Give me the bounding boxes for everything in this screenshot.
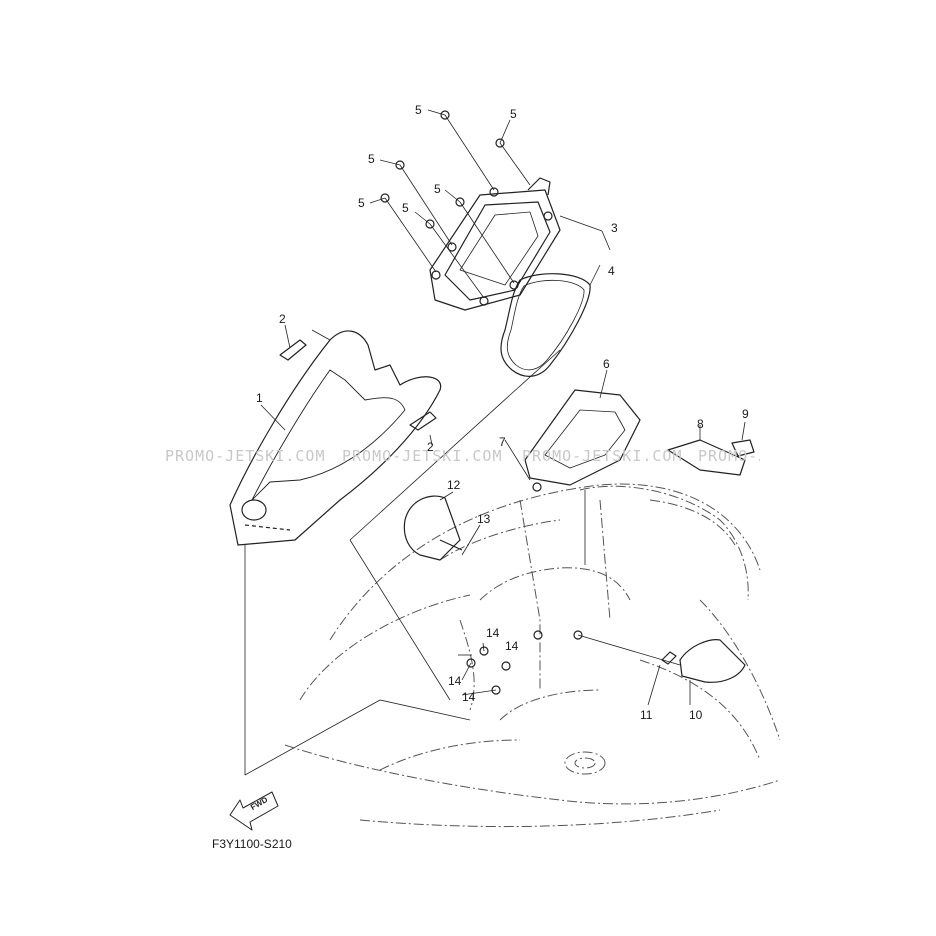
callout-9: 9 — [742, 407, 749, 421]
callout-5: 5 — [415, 103, 422, 117]
clip-part-2 — [279, 339, 437, 431]
callout-7: 7 — [499, 435, 506, 449]
assembly-lines — [244, 349, 681, 776]
leader-lines — [260, 109, 746, 706]
callout-5: 5 — [402, 201, 409, 215]
clip-part-9 — [731, 439, 755, 457]
callout-10: 10 — [689, 708, 703, 722]
watermark-text: PROMO-JETSKI.COM — [165, 447, 326, 465]
callout-5: 5 — [434, 182, 441, 196]
callout-13: 13 — [477, 512, 491, 526]
callout-5: 5 — [368, 152, 375, 166]
callout-12: 12 — [447, 478, 461, 492]
bolts-part-5 — [380, 110, 505, 229]
callout-5: 5 — [510, 107, 517, 121]
watermark-text: PROMO-JETSKI.COM — [522, 447, 683, 465]
part-code: F3Y1100-S210 — [212, 837, 292, 851]
callout-14: 14 — [462, 690, 476, 704]
panel-part-6 — [524, 389, 641, 486]
hull-outline — [284, 483, 781, 828]
callout-5: 5 — [358, 196, 365, 210]
watermark-text: PROMO-J — [698, 447, 760, 465]
callout-11: 11 — [640, 708, 653, 722]
callout-3: 3 — [611, 221, 618, 235]
fwd-arrow-icon — [229, 791, 279, 831]
callout-14: 14 — [505, 639, 519, 653]
seal-part-4 — [500, 273, 591, 377]
callout-14: 14 — [448, 674, 462, 688]
callout-6: 6 — [603, 357, 610, 371]
callout-2: 2 — [427, 440, 434, 454]
light-part-10 — [661, 639, 746, 683]
callout-1: 1 — [256, 391, 263, 405]
watermark-text: PROMO-JETSKI.COM — [342, 447, 503, 465]
plate-part-8 — [667, 439, 746, 476]
callout-8: 8 — [697, 417, 704, 431]
hatch-lid-part-3 — [429, 177, 561, 311]
front-cover-part-1 — [229, 330, 442, 546]
callout-4: 4 — [608, 264, 615, 278]
callout-14: 14 — [486, 626, 500, 640]
light-part-12 — [403, 495, 463, 561]
callout-2: 2 — [279, 312, 286, 326]
